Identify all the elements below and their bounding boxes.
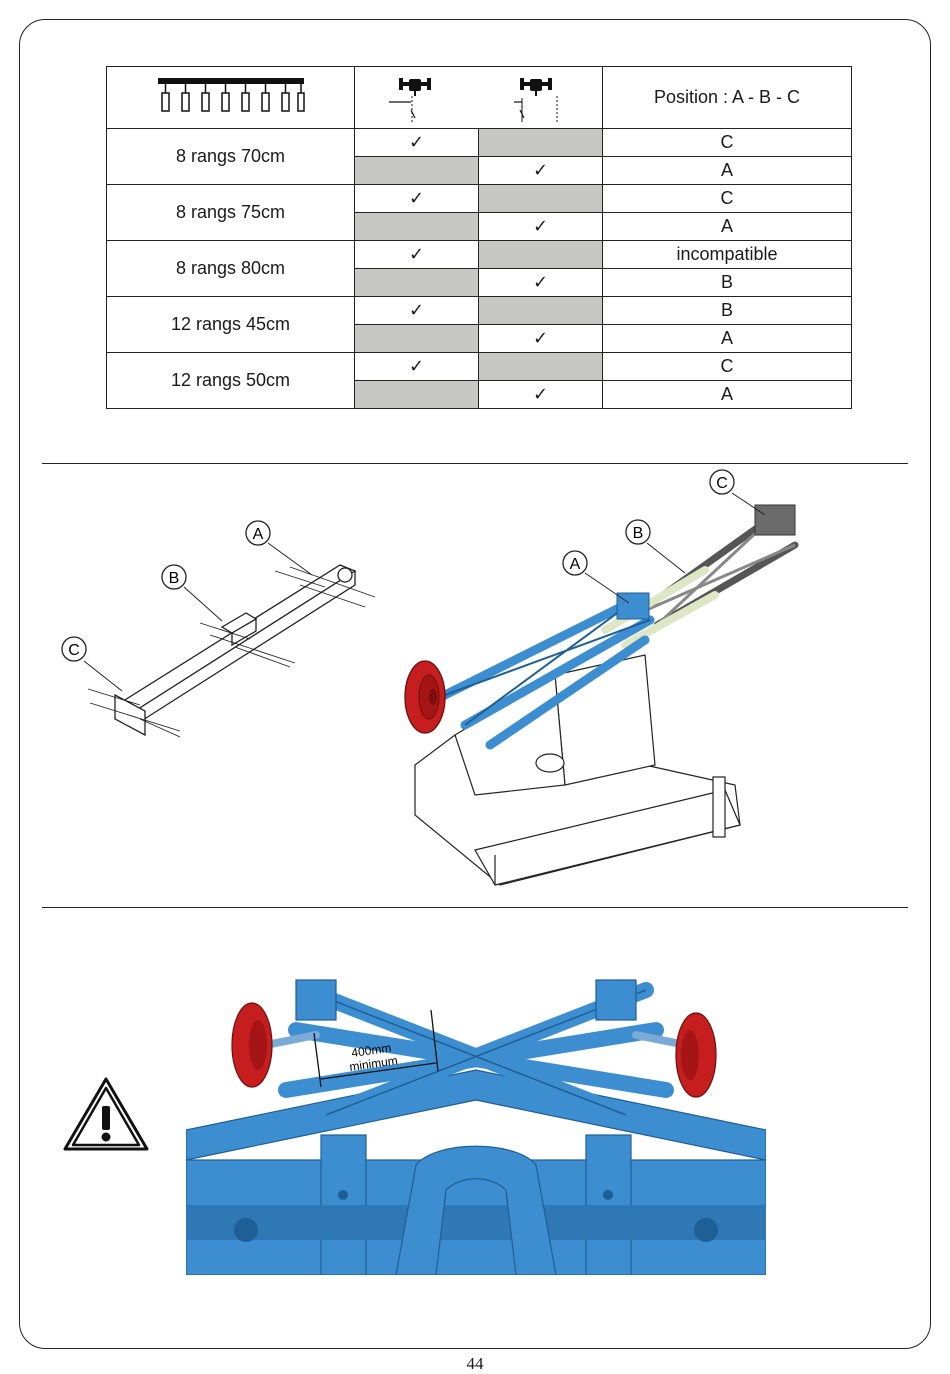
marker-disc <box>675 1012 717 1098</box>
check-cell: ✓ <box>354 296 479 325</box>
outer-offset-icon <box>514 77 558 122</box>
beam-illustration: A B C <box>61 520 376 738</box>
shaded-cell <box>478 128 603 157</box>
table-row: ✓ B <box>107 268 852 297</box>
shaded-cell <box>354 380 479 409</box>
check-cell: ✓ <box>478 212 603 241</box>
check-cell: ✓ <box>354 184 479 213</box>
callout-b: B <box>161 564 187 590</box>
config-cell: 8 rangs 75cm <box>106 184 355 241</box>
table-header-row: Position : A - B - C <box>106 66 852 129</box>
position-cell-2: A <box>602 324 852 353</box>
check-cell: ✓ <box>478 380 603 409</box>
position-cell-2: A <box>602 380 852 409</box>
config-cell: 8 rangs 80cm <box>106 240 355 297</box>
svg-text:A: A <box>253 526 264 543</box>
config-cell: 12 rangs 50cm <box>106 352 355 409</box>
dimension-text: minimum <box>348 1053 398 1074</box>
position-cell-1: B <box>602 296 852 325</box>
header-position-cell: Position : A - B - C <box>602 66 852 129</box>
check-cell: ✓ <box>354 352 479 381</box>
callout-a: A <box>245 520 271 546</box>
position-cell-1: C <box>602 184 852 213</box>
shaded-cell <box>478 240 603 269</box>
table-row: 12 rangs 45cm ✓ B <box>106 296 852 353</box>
svg-text:A: A <box>570 556 581 573</box>
position-cell-1: C <box>602 352 852 381</box>
shaded-cell <box>354 156 479 185</box>
shaded-cell <box>478 352 603 381</box>
position-cell-2: B <box>602 268 852 297</box>
callout-c: C <box>709 469 735 495</box>
shaded-cell <box>478 184 603 213</box>
section-divider <box>42 907 908 908</box>
table-row: ✓ A <box>107 380 852 409</box>
table-row: ✓ A <box>107 324 852 353</box>
config-cell: 8 rangs 70cm <box>106 128 355 185</box>
svg-text:B: B <box>169 570 180 587</box>
check-cell: ✓ <box>354 128 479 157</box>
position-cell-1: incompatible <box>602 240 852 269</box>
table-body: 8 rangs 70cm ✓ C ✓ A 8 rangs 75cm ✓ C ✓ … <box>106 128 852 409</box>
dimension-value: 400mm <box>350 1041 392 1060</box>
shaded-cell <box>354 212 479 241</box>
page-frame <box>19 19 931 1349</box>
check-cell: ✓ <box>478 324 603 353</box>
shaded-cell <box>478 296 603 325</box>
callout-c: C <box>61 636 87 662</box>
callout-a: A <box>562 550 588 576</box>
marker-arm-illustration: A B C <box>404 469 799 886</box>
table-row: 8 rangs 70cm ✓ C <box>106 128 852 185</box>
inner-offset-icon <box>388 77 431 122</box>
position-cell-1: C <box>602 128 852 157</box>
table-row: 8 rangs 80cm ✓ incompatible <box>106 240 852 297</box>
position-cell-2: A <box>602 156 852 185</box>
svg-text:C: C <box>68 642 80 659</box>
table-row: 12 rangs 50cm ✓ C <box>106 352 852 409</box>
toolbar-row-icon <box>157 78 305 112</box>
callout-b: B <box>625 519 651 545</box>
header-offset-cell <box>354 66 603 129</box>
table-row: 8 rangs 75cm ✓ C <box>106 184 852 241</box>
shaded-cell <box>354 268 479 297</box>
marker-disc <box>404 660 446 734</box>
check-cell: ✓ <box>478 156 603 185</box>
config-cell: 12 rangs 45cm <box>106 296 355 353</box>
crossed-arms-illustration: 400mm minimum <box>186 979 766 1275</box>
check-cell: ✓ <box>478 268 603 297</box>
warning-icon <box>63 1077 149 1151</box>
table-row: ✓ A <box>107 212 852 241</box>
page-number: 44 <box>466 1354 484 1373</box>
position-cell-2: A <box>602 212 852 241</box>
header-toolbar-cell <box>106 66 355 129</box>
svg-text:B: B <box>633 525 644 542</box>
svg-text:C: C <box>716 475 728 492</box>
marker-disc <box>231 1002 273 1088</box>
check-cell: ✓ <box>354 240 479 269</box>
section-divider <box>42 463 908 464</box>
compatibility-table: Position : A - B - C 8 rangs 70cm ✓ C ✓ … <box>106 66 852 409</box>
shaded-cell <box>354 324 479 353</box>
